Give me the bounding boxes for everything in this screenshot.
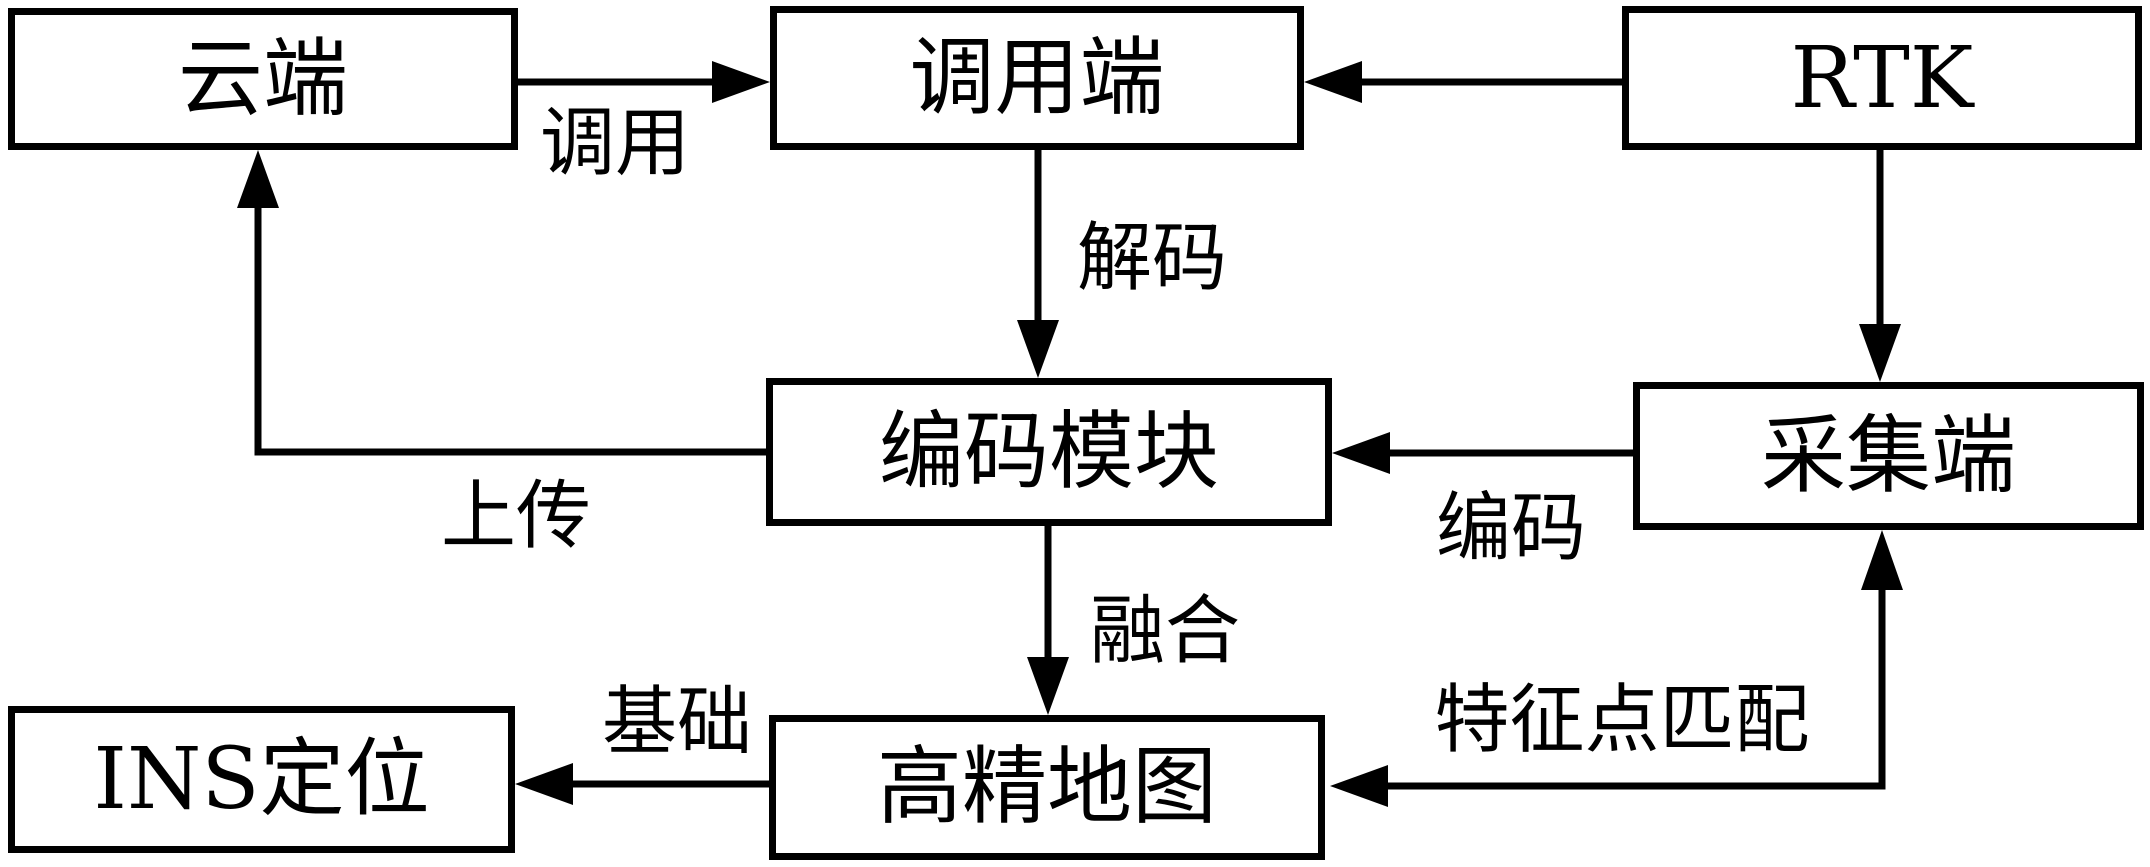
node-caller-end: 调用端 — [770, 6, 1304, 150]
edge-label-encode: 编码 — [1435, 483, 1587, 572]
edge-label-call: 调用 — [539, 98, 691, 187]
arrow-rtk-to-caller — [1304, 61, 1624, 103]
node-cloud: 云端 — [8, 8, 518, 150]
node-hd-map: 高精地图 — [769, 715, 1325, 860]
arrow-upload — [237, 150, 768, 456]
node-collection-end: 采集端 — [1633, 382, 2144, 530]
arrow-fuse — [1027, 524, 1069, 715]
arrow-feature-match — [1330, 530, 1903, 807]
arrow-call — [516, 61, 770, 103]
edge-label-basis: 基础 — [601, 677, 753, 766]
node-encoding-module: 编码模块 — [766, 378, 1332, 526]
arrow-encode — [1332, 432, 1635, 474]
node-rtk: RTK — [1622, 6, 2142, 150]
arrow-basis — [515, 763, 771, 805]
edge-label-decode: 解码 — [1076, 213, 1228, 302]
arrow-rtk-to-collector — [1859, 148, 1901, 382]
arrow-decode — [1017, 148, 1059, 378]
node-ins-positioning: INS定位 — [8, 706, 515, 853]
edge-label-upload: 上传 — [440, 471, 592, 560]
edge-label-fuse: 融合 — [1089, 586, 1241, 675]
edge-label-feature-match: 特征点匹配 — [1434, 675, 1810, 764]
